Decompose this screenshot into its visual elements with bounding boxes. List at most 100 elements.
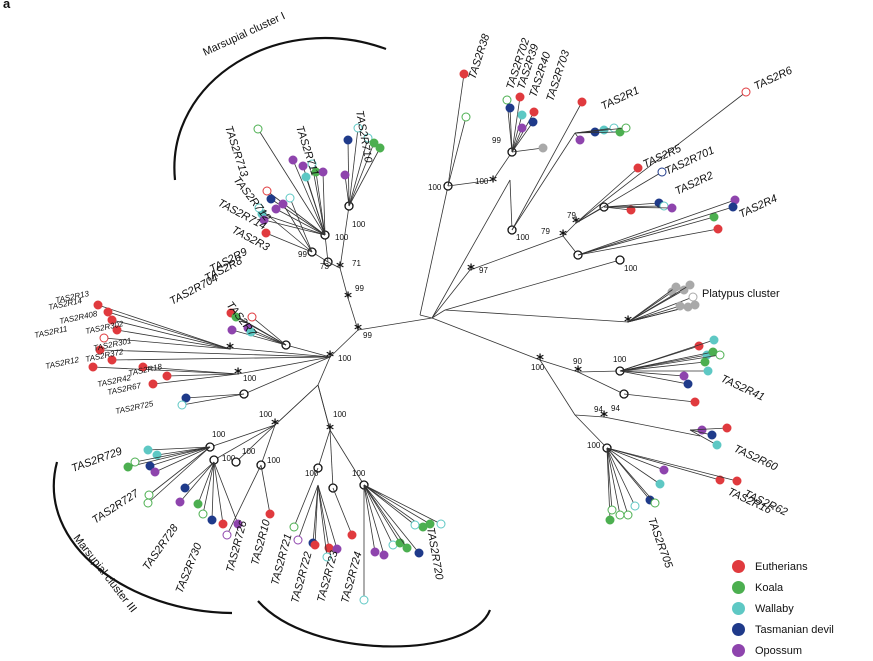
tree-branch bbox=[606, 447, 665, 471]
tree-branch bbox=[431, 179, 511, 319]
tree-branch bbox=[156, 446, 211, 456]
node-circle bbox=[231, 457, 241, 467]
leaf-dot bbox=[310, 540, 320, 550]
leaf-dot bbox=[655, 479, 665, 489]
tree-branch bbox=[148, 446, 211, 496]
leaf-dot bbox=[414, 548, 424, 558]
tree-branch bbox=[149, 446, 211, 467]
tree-branch bbox=[152, 373, 239, 385]
tree-branch bbox=[363, 484, 420, 554]
leaf-dot bbox=[227, 325, 237, 335]
tree-branch bbox=[511, 147, 544, 153]
tree-branch bbox=[444, 309, 629, 323]
leaf-dot bbox=[370, 547, 380, 557]
tree-branch bbox=[603, 206, 632, 211]
tree-branch bbox=[619, 361, 706, 372]
leaf-dot bbox=[285, 193, 295, 203]
tree-branch bbox=[92, 366, 239, 375]
legend-item-wallaby: Wallaby bbox=[732, 598, 872, 619]
tree-branch bbox=[431, 269, 471, 319]
leaf-dot bbox=[332, 544, 342, 554]
tree-branch bbox=[603, 202, 660, 208]
tree-branch bbox=[265, 232, 313, 253]
tree-branch bbox=[344, 174, 350, 207]
leaf-dot bbox=[198, 509, 208, 519]
tree-branch bbox=[539, 359, 576, 416]
legend-label: Opossum bbox=[755, 644, 803, 657]
bootstrap-value: 100 bbox=[305, 469, 319, 478]
node-star: * bbox=[326, 421, 334, 439]
leaf-dot bbox=[683, 379, 693, 389]
tree-branch bbox=[99, 349, 331, 358]
tree-branch bbox=[447, 73, 465, 187]
legend-label: Eutherians bbox=[755, 560, 808, 573]
tree-branch bbox=[357, 317, 433, 331]
leaf-dot bbox=[667, 203, 677, 213]
tree-branch bbox=[577, 228, 719, 256]
tree-branch bbox=[275, 208, 326, 236]
leaf-dot bbox=[193, 499, 203, 509]
tree-branch bbox=[619, 354, 721, 372]
leaf-dot bbox=[246, 327, 256, 337]
leaf-dot bbox=[143, 498, 153, 508]
leaf-dot bbox=[99, 333, 109, 343]
tree-branch bbox=[184, 461, 215, 489]
tree-branch bbox=[235, 316, 287, 346]
legend-label: Koala bbox=[755, 581, 784, 594]
leaf-dot bbox=[253, 124, 263, 134]
tree-branch bbox=[317, 429, 331, 469]
leaf-dot bbox=[529, 107, 539, 117]
tree-branch bbox=[603, 416, 701, 437]
tree-branch bbox=[339, 205, 350, 269]
tree-branch bbox=[619, 370, 689, 385]
tree-branch bbox=[363, 484, 394, 546]
tree-branch bbox=[315, 171, 326, 236]
marsupial-cluster-1-arc bbox=[173, 37, 387, 181]
leaf-dot bbox=[675, 301, 685, 311]
leaf-dot bbox=[685, 280, 695, 290]
tree-branch bbox=[235, 424, 276, 463]
leaf-dot bbox=[633, 163, 643, 173]
tree-branch bbox=[260, 464, 271, 515]
tree-branch bbox=[562, 222, 577, 237]
tree-branch bbox=[226, 464, 262, 536]
bootstrap-value: 100 bbox=[259, 410, 273, 419]
leaf-dot bbox=[728, 202, 738, 212]
tree-branch bbox=[314, 484, 319, 546]
tree-branch bbox=[511, 114, 523, 153]
tree-branch bbox=[185, 393, 245, 399]
tree-branch bbox=[147, 446, 211, 451]
leaf-dot bbox=[343, 135, 353, 145]
bootstrap-value: 99 bbox=[363, 331, 372, 340]
bootstrap-value: 100 bbox=[243, 374, 257, 383]
leaf-dot bbox=[103, 307, 113, 317]
leaf-dot bbox=[123, 462, 133, 472]
bootstrap-value: 79 bbox=[567, 211, 576, 220]
leaf-dot bbox=[679, 371, 689, 381]
legend-item-opossum: Opossum bbox=[732, 640, 872, 661]
tree-branch bbox=[293, 467, 319, 528]
tree-branch bbox=[289, 197, 313, 253]
leaf-dot bbox=[261, 228, 271, 238]
tree-branch bbox=[419, 185, 449, 316]
gene-label: TAS2R2 bbox=[673, 170, 715, 198]
legend-dot bbox=[732, 623, 745, 636]
tree-branch bbox=[327, 261, 341, 269]
leaf-dot bbox=[162, 371, 172, 381]
tree-branch bbox=[202, 461, 215, 515]
tree-branch bbox=[154, 446, 211, 473]
tree-branch bbox=[305, 176, 326, 236]
gene-label: TAS2R408 bbox=[59, 309, 99, 326]
tree-branch bbox=[274, 384, 319, 426]
leaf-dot bbox=[605, 515, 615, 525]
tree-branch bbox=[348, 127, 359, 207]
tree-branch bbox=[627, 284, 691, 323]
tree-branch bbox=[166, 373, 239, 377]
leaf-dot bbox=[247, 312, 257, 322]
tree-branch bbox=[363, 484, 376, 553]
tree-branch bbox=[509, 107, 513, 153]
bootstrap-value: 100 bbox=[531, 363, 545, 372]
tree-branch bbox=[329, 429, 365, 486]
tree-branch bbox=[317, 484, 328, 558]
tree-branch bbox=[261, 213, 326, 236]
